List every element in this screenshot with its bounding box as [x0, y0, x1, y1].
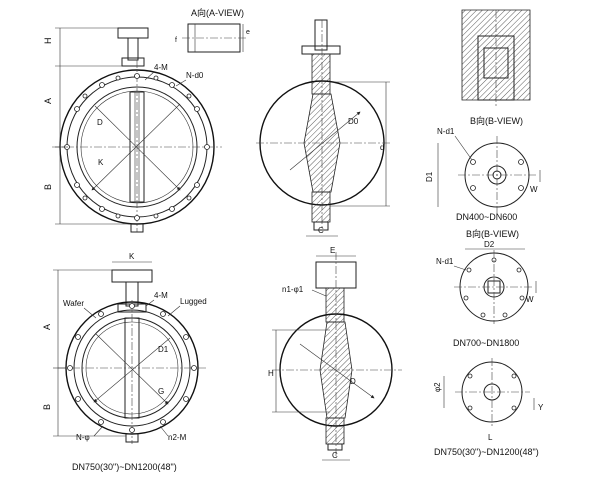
dim-Nd1-mid: N-d1 [436, 257, 454, 266]
bolt-holes-bottom [67, 303, 197, 433]
dim-K-top: K [98, 158, 104, 167]
side-section-top: D0 d C [256, 19, 390, 237]
b-view-title-top: B向(B-VIEW) [470, 115, 523, 126]
dim-D1-bottom: D1 [158, 345, 169, 354]
b-view-bottom: φ2 L Y DN750(30")~DN1200(48") [433, 358, 544, 457]
dim-4M-top: 4-M [154, 63, 168, 72]
dim-c-bottom: C [332, 451, 338, 460]
a-view-title: A向(A-VIEW) [191, 7, 244, 18]
front-view-bottom: K A B Wafer [42, 252, 208, 472]
dim-K-bottom: K [129, 252, 135, 261]
dim-G: G [158, 387, 164, 396]
dim-L: L [488, 433, 493, 442]
dim-Nd1-top: N-d1 [437, 127, 455, 136]
dim-A-bottom: A [42, 324, 52, 330]
dim-D0: D0 [348, 117, 359, 126]
dim-D1-top: D1 [425, 171, 434, 182]
dim-n1phi1: n1-φ1 [282, 285, 304, 294]
dim-Nd0-top: N-d0 [186, 71, 204, 80]
dim-B-top: B [43, 184, 53, 190]
dim-4M-bottom: 4-M [154, 291, 168, 300]
dim-H-bottom: H [268, 369, 274, 378]
stem-top-detail [461, 9, 531, 106]
dim-Nphi: N-φ [76, 433, 90, 442]
b-view-mid: B向(B-VIEW) D2 N-d1 W DN700~DN1800 [436, 228, 537, 348]
dim-e: e [246, 29, 250, 36]
dim-D2-mid: D2 [484, 240, 495, 249]
b-view-small: B向(B-VIEW) N-d1 D1 W DN400~DN600 [425, 115, 541, 222]
dn-bottom-left-label: DN750(30")~DN1200(48") [72, 462, 177, 472]
side-section-bottom: E n1-φ1 H D C [268, 246, 402, 461]
dim-n2M: n2-M [168, 433, 187, 442]
dim-W-top: W [530, 185, 538, 194]
a-view-detail: A向(A-VIEW) f e [175, 7, 250, 53]
dim-Y: Y [538, 403, 544, 412]
wafer-label: Wafer [63, 299, 84, 308]
lugged-label: Lugged [180, 297, 207, 306]
dim-W-mid: W [526, 295, 534, 304]
dim-D-top: D [97, 118, 103, 127]
dim-B-bottom: B [42, 404, 52, 410]
dim-H-top: H [43, 38, 53, 45]
dim-E: E [330, 246, 335, 255]
front-view-top: H A B D K 4-M N-d0 [43, 27, 222, 233]
dim-D-bottom: D [350, 377, 356, 386]
dn-small-label: DN400~DN600 [456, 212, 517, 222]
dim-c-top: C [318, 226, 324, 235]
dim-A-top: A [43, 98, 53, 104]
dim-f: f [175, 37, 177, 44]
b-view-title-mid: B向(B-VIEW) [466, 228, 519, 239]
dn-bottom-right-label: DN750(30")~DN1200(48") [434, 447, 539, 457]
dim-d: d [380, 143, 384, 152]
dn-mid-label: DN700~DN1800 [453, 338, 519, 348]
dim-phi2: φ2 [433, 382, 442, 392]
